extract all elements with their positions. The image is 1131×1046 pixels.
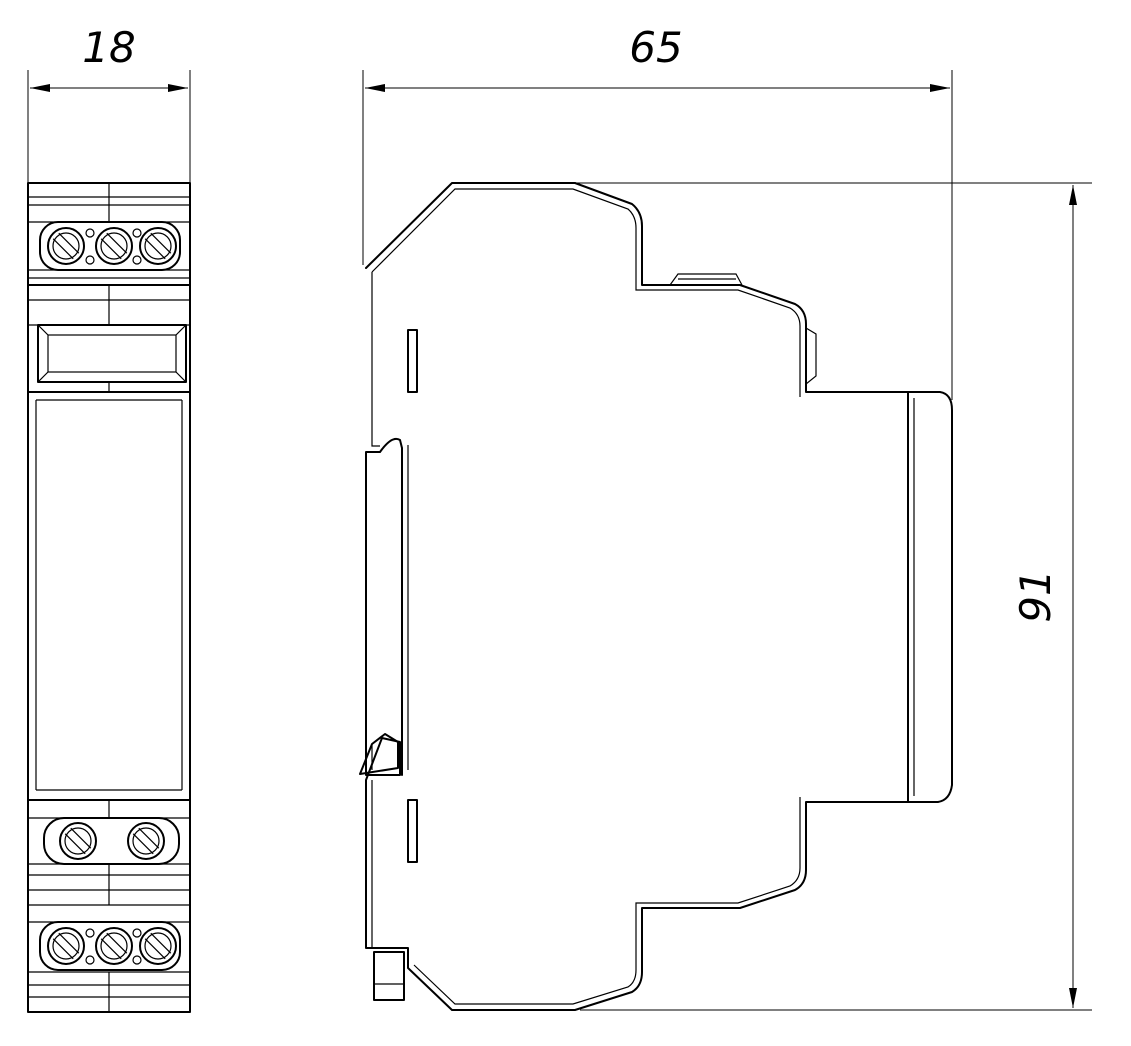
front-view [27, 182, 191, 1013]
terminal-dot [85, 955, 95, 965]
top-terminal-block [27, 196, 191, 326]
side-view [359, 182, 953, 1011]
dimension-label-height: 91 [1011, 569, 1060, 622]
latch-tab [373, 951, 405, 1001]
screw-icon [47, 927, 85, 965]
terminal-dot [132, 228, 142, 238]
dimension-height: 91 [455, 182, 1092, 1011]
vent-slot-upper [407, 329, 418, 393]
screw-icon [127, 822, 165, 860]
terminal-dot [85, 255, 95, 265]
terminal-dot [132, 955, 142, 965]
dimension-depth: 65 [362, 23, 953, 400]
terminal-dot [85, 928, 95, 938]
vent-slot-lower [407, 799, 418, 863]
screw-icon [139, 927, 177, 965]
middle-terminal-block [28, 817, 190, 906]
screw-icon [95, 227, 133, 265]
bevel [37, 371, 49, 383]
dimension-width: 18 [27, 23, 191, 185]
terminal-dot [85, 228, 95, 238]
side-nub [805, 327, 817, 385]
indicator-glass [47, 334, 177, 373]
top-nub [669, 273, 743, 286]
indicator-window [37, 324, 187, 383]
din-latch [359, 733, 399, 775]
dimension-label-width: 18 [82, 23, 135, 72]
screw-icon [139, 227, 177, 265]
indicator-frame [37, 324, 187, 383]
side-housing-inner [371, 188, 801, 1005]
bevel [37, 324, 49, 336]
bevel [175, 324, 187, 336]
terminal-screws [47, 227, 177, 965]
bevel [175, 371, 187, 383]
screw-icon [47, 227, 85, 265]
screw-icon [95, 927, 133, 965]
terminal-dot [132, 928, 142, 938]
bottom-terminal-block [28, 921, 190, 998]
dimension-label-depth: 65 [629, 23, 682, 72]
screw-icon [59, 822, 97, 860]
side-housing-outline [365, 182, 953, 1011]
rail-clip-upper [371, 272, 380, 447]
terminal-dot [132, 255, 142, 265]
